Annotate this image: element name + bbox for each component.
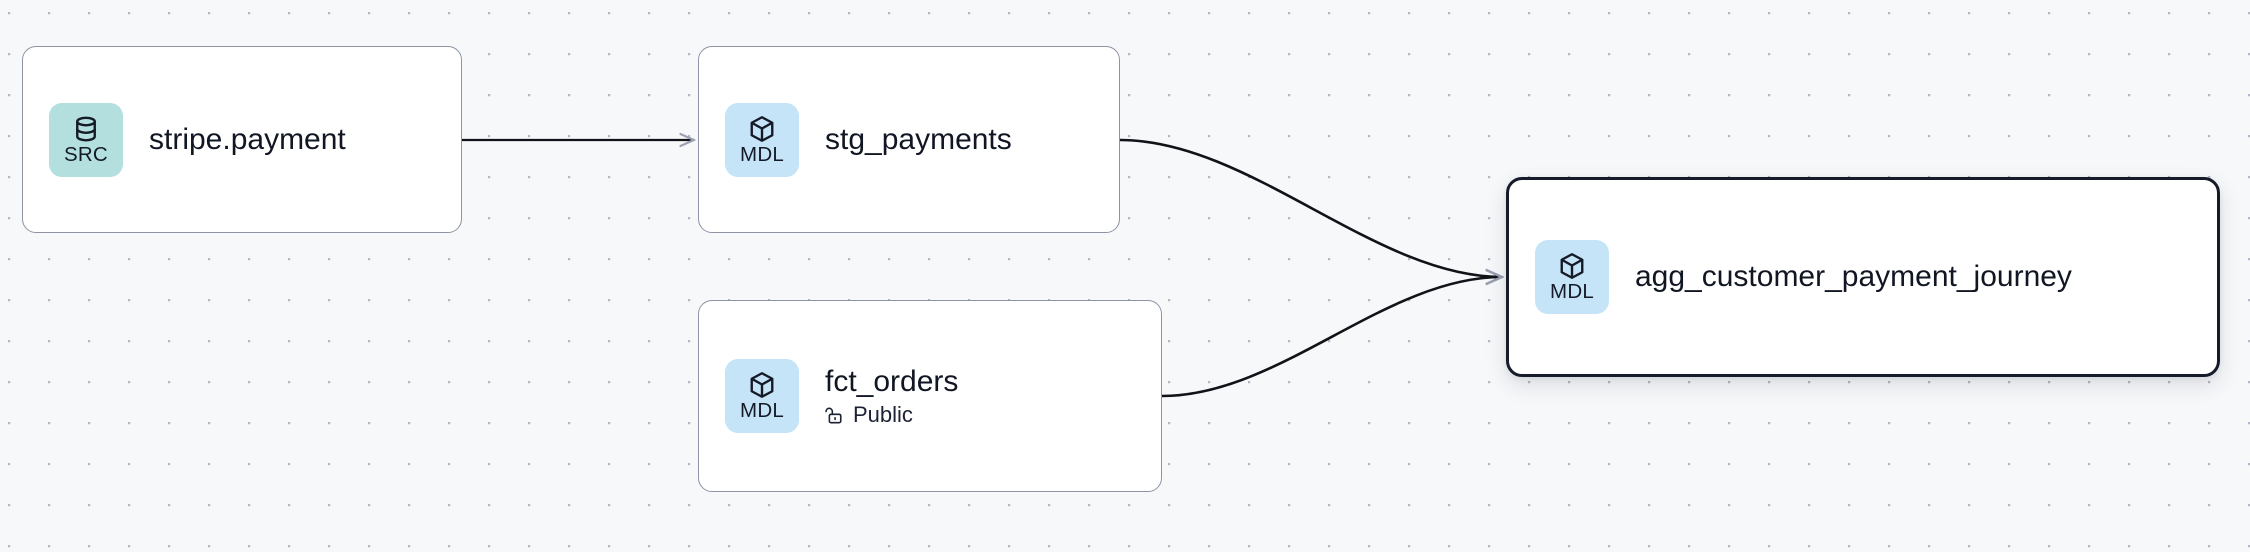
node-title: agg_customer_payment_journey [1635, 260, 2072, 294]
node-text-block: agg_customer_payment_journey [1635, 260, 2072, 294]
badge-label-mdl: MDL [740, 399, 784, 423]
node-fct-orders[interactable]: MDL fct_orders Public [698, 300, 1162, 492]
cube-icon [750, 372, 774, 399]
node-type-badge-src: SRC [49, 102, 123, 177]
edge-stg-to-agg [1119, 138, 1502, 277]
unlock-icon [825, 407, 842, 424]
node-text-block: stg_payments [825, 123, 1012, 157]
node-agg-customer-payment-journey[interactable]: MDL agg_customer_payment_journey [1506, 177, 2220, 377]
visibility-label: Public [853, 402, 913, 428]
node-title: stripe.payment [149, 122, 346, 156]
node-type-badge-mdl: MDL [725, 359, 799, 433]
node-visibility: Public [825, 403, 958, 427]
node-title: stg_payments [825, 122, 1012, 156]
node-text-block: fct_orders Public [825, 365, 958, 428]
node-stg-payments[interactable]: MDL stg_payments [698, 46, 1120, 233]
edge-fct-to-agg [1161, 277, 1502, 398]
badge-label-mdl: MDL [1550, 280, 1594, 304]
badge-label-mdl: MDL [740, 142, 784, 166]
node-stripe-payment[interactable]: SRC stripe.payment [22, 46, 462, 233]
badge-label-src: SRC [64, 142, 108, 166]
node-text-block: stripe.payment [149, 123, 346, 157]
node-type-badge-mdl: MDL [1535, 240, 1609, 314]
node-title: fct_orders [825, 364, 959, 398]
cube-icon [1560, 253, 1584, 280]
cube-icon [750, 115, 774, 142]
database-icon [76, 116, 96, 142]
node-type-badge-mdl: MDL [725, 102, 799, 177]
